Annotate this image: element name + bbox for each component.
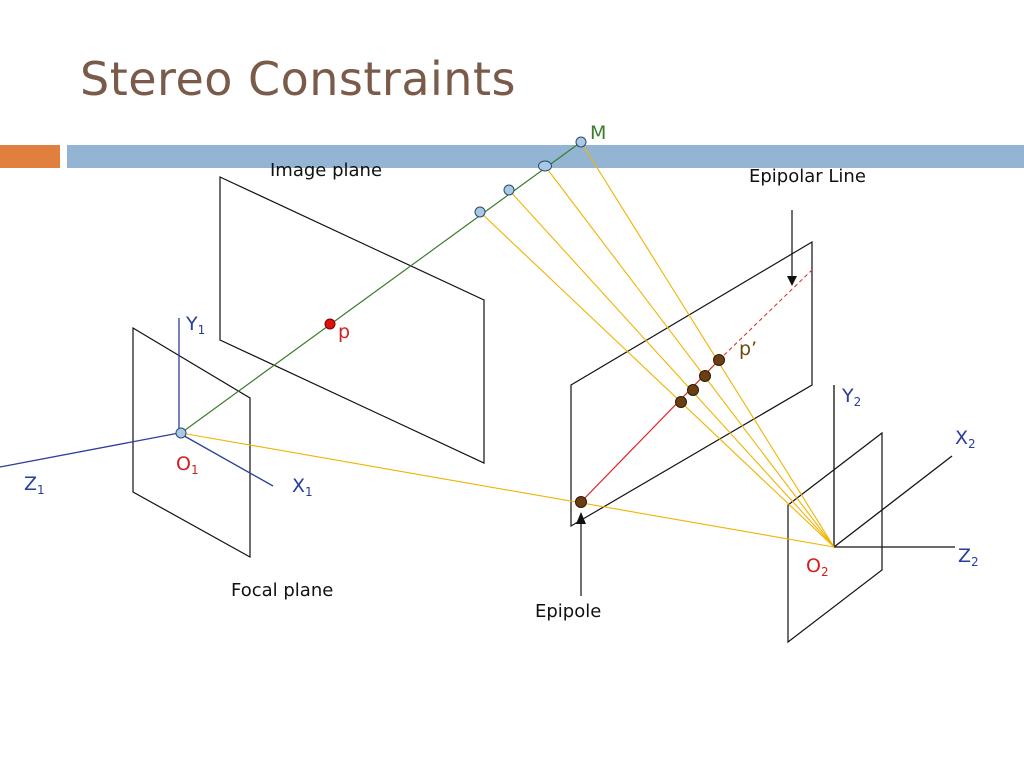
ray-point-q2 (503, 184, 515, 196)
label-epipole: Epipole (535, 601, 601, 622)
label-image-plane: Image plane (270, 160, 382, 181)
label-x2: X2 (955, 427, 976, 451)
title-accent-orange (0, 145, 60, 168)
ray-o2-m (580, 141, 835, 548)
left-image-plane (219, 176, 485, 464)
right-focal-plane (787, 431, 883, 644)
label-o1: O1 (176, 453, 199, 477)
epipolar-line (580, 359, 720, 503)
ray-o2-q3 (479, 211, 835, 548)
projected-point-2 (699, 370, 711, 382)
label-z1: Z1 (24, 473, 45, 497)
point-o1 (175, 427, 187, 439)
axis-x1 (178, 432, 274, 487)
point-p-prime (713, 354, 725, 366)
axis-z1 (0, 432, 180, 468)
title-accent-blue (67, 145, 1024, 168)
ray-point-q1 (538, 160, 552, 172)
point-p (324, 318, 336, 330)
epipolar-line-arrowhead (787, 276, 797, 286)
ray-o2-q1 (544, 165, 835, 548)
point-epipole (575, 496, 587, 508)
label-o2: O2 (806, 555, 829, 579)
label-focal-plane: Focal plane (231, 580, 333, 601)
label-y1: Y1 (185, 313, 205, 337)
epipolar-line-extension (718, 267, 815, 361)
projected-point-4 (675, 396, 687, 408)
epipole-arrowhead (576, 512, 586, 524)
left-focal-plane (132, 326, 251, 559)
label-epipolar-line: Epipolar Line (749, 166, 866, 187)
label-p: p (338, 321, 350, 343)
label-p-prime: p’ (739, 338, 757, 360)
ray-point-q3 (474, 206, 486, 218)
label-z2: Z2 (958, 545, 979, 569)
baseline-o1-o2 (180, 432, 835, 548)
label-y2: Y2 (841, 385, 861, 409)
point-m (575, 136, 587, 148)
ray-o1-m (180, 141, 582, 434)
label-m: M (590, 122, 606, 144)
ray-o2-q2 (508, 189, 835, 548)
label-x1: X1 (292, 475, 313, 499)
axis-x2 (833, 455, 953, 548)
right-image-plane (570, 240, 813, 528)
projected-point-3 (687, 384, 699, 396)
slide-title: Stereo Constraints (80, 52, 516, 106)
